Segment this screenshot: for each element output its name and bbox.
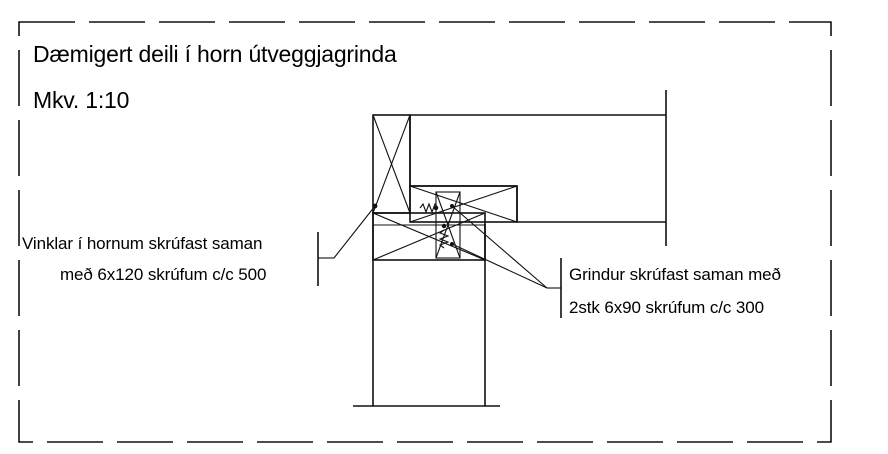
drawing-scale: Mkv. 1:10 xyxy=(33,87,129,113)
left-callout-line-2: með 6x120 skrúfum c/c 500 xyxy=(60,265,266,284)
right-callout-leader xyxy=(450,204,562,318)
corner-block xyxy=(372,212,486,261)
screw-symbols xyxy=(419,202,450,249)
vertical-stud xyxy=(372,114,411,214)
left-callout-line-1: Vinklar í hornum skrúfast saman xyxy=(22,234,262,253)
drawing-frame xyxy=(18,21,832,443)
left-callout-leader xyxy=(317,203,378,286)
connection-blocks xyxy=(435,191,461,259)
right-callout-line-1: Grindur skrúfast saman með xyxy=(569,265,781,284)
lower-wall xyxy=(353,212,500,407)
drawing-title: Dæmigert deili í horn útveggjagrinda xyxy=(33,41,397,67)
right-callout-line-2: 2stk 6x90 skrúfum c/c 300 xyxy=(569,298,764,317)
